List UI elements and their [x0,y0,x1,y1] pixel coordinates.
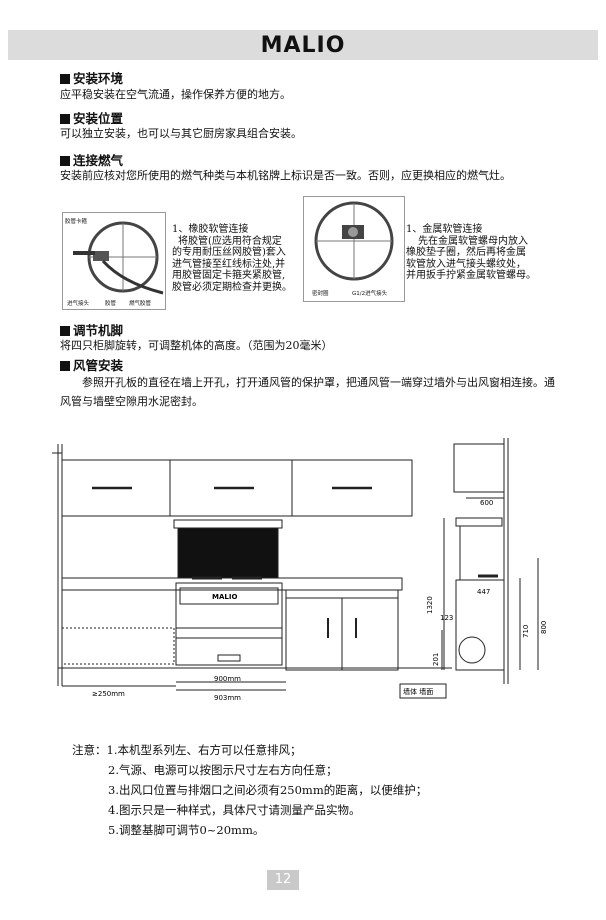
dim-710: 710 [522,625,530,638]
section-gas-text: 安装前应核对您所使用的燃气种类与本机铭牌上标识是否一致。否则，应更换相应的燃气灶… [60,169,511,182]
rubber-hose-note: 1、橡胶软管连接 将胶管(应选用符合规定 的专用耐压丝网胶管)套入 进气管接至红… [172,224,292,293]
diagram-logo: MALIO [212,593,237,601]
dim-600: 600 [480,499,493,507]
header-bar: MALIO [8,30,598,60]
installation-diagram: MALIO ≥250mm 900mm 903mm 600 1320 447 12… [52,438,560,708]
note-item: 3.出风口位置与排烟口之间必须有250mm的距离，以便维护； [108,783,428,797]
page-number: 12 [267,870,299,890]
note-item: 2.气源、电源可以按图示尺寸左右方向任意； [108,763,338,777]
photo1-label-clamp: 胶管卡箍 [65,219,88,225]
section-position-title: 安装位置 [60,108,123,127]
section-feet-text: 将四只柜脚旋转，可调整机体的高度。（范围为20毫米） [60,339,333,352]
dim-800: 800 [540,621,548,634]
notes-block: 注意：1.本机型系列左、右方可以任意排风； 2.气源、电源可以按图示尺寸左右方向… [72,740,427,840]
note-item: 5.调整基脚可调节0~20mm。 [108,823,265,837]
wall-label: 墙体 墙面 [403,687,433,696]
metal-hose-note: 1、金属软管连接 先在金属软管螺母内放入 橡胶垫子圈，然后再将金属 软管放入进气… [406,224,536,281]
dim-201: 201 [432,653,440,666]
note-item: 注意：1.本机型系列左、右方可以任意排风； [72,743,302,757]
dim-123: 123 [440,614,453,622]
section-env-text: 应平稳安装在空气流通，操作保养方便的地方。 [60,88,291,101]
section-feet-title: 调节机脚 [60,320,123,339]
dim-447: 447 [477,588,490,596]
rubber-hose-illustration [73,221,164,295]
photo1-label-gas-hose: 燃气胶管 [129,301,152,307]
section-duct-title: 风管安装 [60,355,123,374]
photo1-label-inlet: 进气接头 [67,301,90,307]
dim-900: 900mm [214,675,241,683]
photo2-label-seal: 密封圈 [312,291,329,297]
dim-1320: 1320 [426,596,434,614]
installation-drawing: MALIO ≥250mm 900mm 903mm 600 1320 447 12… [52,438,548,702]
brand-logo: MALIO [260,33,346,58]
bullet-square-icon [60,361,70,371]
dim-250: ≥250mm [92,690,125,698]
metal-hose-illustration [314,201,394,281]
photo1-label-hose: 胶管 [105,301,117,307]
metal-hose-photo: 密封圈 G1/2进气接头 [303,196,405,302]
bullet-square-icon [60,114,70,124]
section-env-title: 安装环境 [60,68,123,87]
section-gas-title: 连接燃气 [60,150,123,169]
section-duct-text: 参照开孔板的直径在墙上开孔，打开通风管的保护罩，把通风管一端穿过墙外与出风窗相连… [60,376,555,408]
bullet-square-icon [60,326,70,336]
photo2-label-inlet: G1/2进气接头 [352,291,388,297]
bullet-square-icon [60,74,70,84]
section-position-text: 可以独立安装，也可以与其它厨房家具组合安装。 [60,127,302,140]
rubber-hose-photo: 胶管卡箍 进气接头 胶管 燃气胶管 [62,212,166,310]
bullet-square-icon [60,156,70,166]
note-item: 4.图示只是一种样式，具体尺寸请测量产品实物。 [108,803,361,817]
dim-903: 903mm [214,694,241,702]
